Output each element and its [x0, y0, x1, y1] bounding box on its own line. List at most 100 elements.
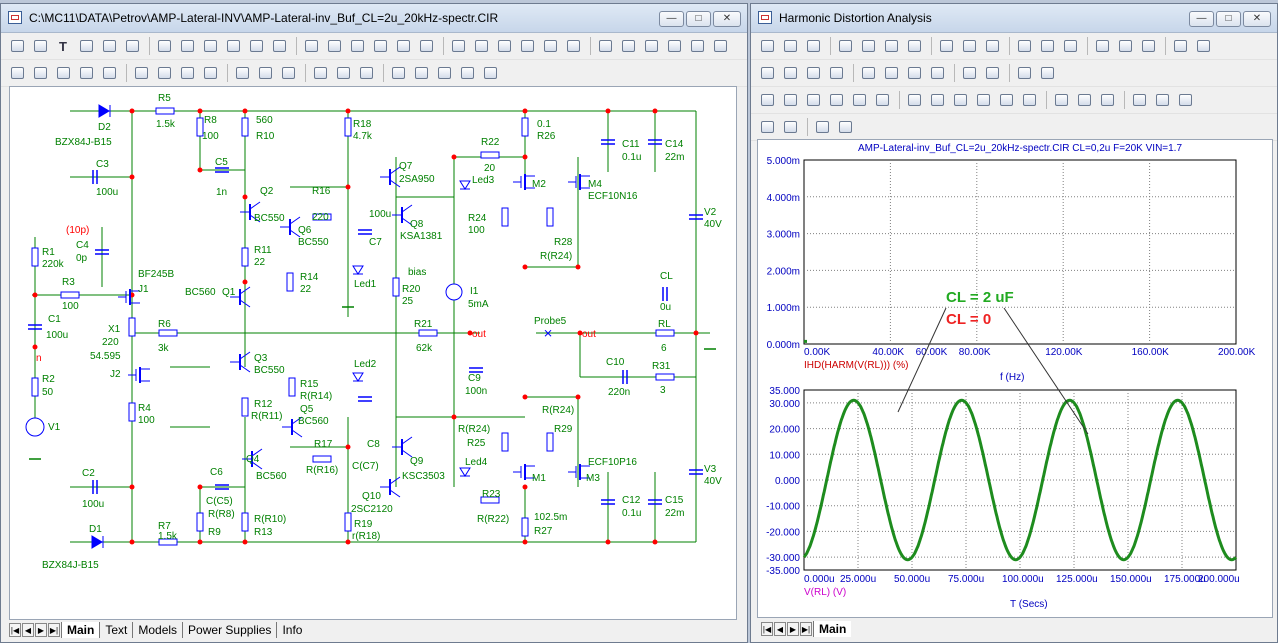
toolbar-tool-icon[interactable]	[30, 63, 50, 83]
toolbar-tool-icon[interactable]	[973, 90, 993, 110]
toolbar-tool-icon[interactable]	[904, 36, 924, 56]
toolbar-tool-icon[interactable]	[858, 63, 878, 83]
toolbar-tool-icon[interactable]	[858, 36, 878, 56]
toolbar-tool-icon[interactable]	[757, 117, 777, 137]
led1[interactable]	[352, 265, 364, 275]
resistor-r28[interactable]	[546, 207, 554, 227]
toolbar-tool-icon[interactable]	[333, 63, 353, 83]
toolbar-tool-icon[interactable]	[76, 36, 96, 56]
tab-power-supplies[interactable]: Power Supplies	[182, 622, 276, 638]
resistor-r9[interactable]	[196, 512, 204, 532]
toolbar-tool-icon[interactable]	[1193, 36, 1213, 56]
resistor-r11[interactable]	[241, 247, 249, 267]
close-button[interactable]: ✕	[1243, 11, 1271, 27]
minimize-button[interactable]: —	[659, 11, 684, 27]
capacitor-c3[interactable]	[92, 170, 98, 184]
toolbar-tool-icon[interactable]	[959, 36, 979, 56]
toolbar-tool-icon[interactable]	[687, 36, 707, 56]
toolbar-tool-icon[interactable]	[448, 36, 468, 56]
resistor-r19[interactable]	[344, 512, 352, 532]
toolbar-tool-icon[interactable]	[131, 63, 151, 83]
toolbar-tool-icon[interactable]	[356, 63, 376, 83]
toolbar-tool-icon[interactable]	[7, 63, 27, 83]
transistor-q5[interactable]	[282, 416, 303, 438]
toolbar-tool-icon[interactable]	[393, 36, 413, 56]
toolbar-tool-icon[interactable]	[154, 63, 174, 83]
jfet-j1[interactable]	[118, 289, 140, 305]
capacitor-c9[interactable]	[469, 367, 483, 373]
tab-info[interactable]: Info	[276, 622, 307, 638]
mosfet-m2[interactable]	[513, 174, 535, 190]
toolbar-tool-icon[interactable]	[53, 63, 73, 83]
transistor-q2[interactable]	[240, 201, 261, 223]
resistor-r13[interactable]	[241, 512, 249, 532]
toolbar-tool-icon[interactable]	[200, 63, 220, 83]
toolbar-tool-icon[interactable]	[950, 90, 970, 110]
toolbar-tool-icon[interactable]	[982, 36, 1002, 56]
first-page-icon[interactable]: |◀	[9, 623, 21, 637]
toolbar-tool-icon[interactable]	[255, 63, 275, 83]
toolbar-tool-icon[interactable]	[780, 36, 800, 56]
toolbar-tool-icon[interactable]	[177, 63, 197, 83]
minimize-button[interactable]: —	[1189, 11, 1214, 27]
resistor-r27[interactable]	[521, 517, 529, 537]
toolbar-tool-icon[interactable]	[835, 117, 855, 137]
toolbar-tool-icon[interactable]	[99, 36, 119, 56]
mosfet-m1[interactable]	[513, 464, 535, 480]
schematic-titlebar[interactable]: C:\MC11\DATA\Petrov\AMP-Lateral-INV\AMP-…	[1, 4, 747, 33]
prev-page-icon[interactable]: ◀	[22, 623, 34, 637]
toolbar-tool-icon[interactable]	[904, 90, 924, 110]
resistor-r23[interactable]	[480, 496, 500, 504]
capacitor-c6[interactable]	[215, 484, 229, 490]
transistor-q3[interactable]	[230, 351, 251, 373]
toolbar-tool-icon[interactable]	[154, 36, 174, 56]
toolbar-tool-icon[interactable]	[1037, 63, 1057, 83]
toolbar-tool-icon[interactable]	[872, 90, 892, 110]
resistor-r4[interactable]	[128, 402, 136, 422]
toolbar-tool-icon[interactable]	[30, 36, 50, 56]
first-page-icon[interactable]: |◀	[761, 622, 773, 636]
resistor-r31[interactable]	[655, 373, 675, 381]
toolbar-tool-icon[interactable]	[757, 63, 777, 83]
capacitor-c10[interactable]	[622, 370, 628, 384]
tab-models[interactable]: Models	[132, 622, 182, 638]
toolbar-tool-icon[interactable]	[232, 63, 252, 83]
resistor-r16[interactable]	[312, 213, 332, 221]
resistor-r25[interactable]	[501, 432, 509, 452]
current-source-i1[interactable]	[445, 283, 463, 301]
toolbar-tool-icon[interactable]	[471, 36, 491, 56]
next-page-icon[interactable]: ▶	[787, 622, 799, 636]
toolbar-tool-icon[interactable]	[1138, 36, 1158, 56]
toolbar-tool-icon[interactable]	[1074, 90, 1094, 110]
transistor-q8[interactable]	[392, 204, 413, 226]
resistor-r20[interactable]	[392, 277, 400, 297]
resistor-r3[interactable]	[60, 291, 80, 299]
toolbar-tool-icon[interactable]	[996, 90, 1016, 110]
maximize-button[interactable]: □	[686, 11, 711, 27]
toolbar-tool-icon[interactable]	[278, 63, 298, 83]
led3[interactable]	[459, 180, 471, 190]
capacitor-c12[interactable]	[601, 499, 615, 505]
toolbar-tool-icon[interactable]	[563, 36, 583, 56]
toolbar-tool-icon[interactable]	[641, 36, 661, 56]
transistor-q1[interactable]	[230, 286, 251, 308]
toolbar-tool-icon[interactable]	[835, 36, 855, 56]
toolbar-tool-icon[interactable]	[757, 90, 777, 110]
toolbar-tool-icon[interactable]	[757, 36, 777, 56]
toolbar-tool-icon[interactable]	[434, 63, 454, 83]
resistor-r24[interactable]	[501, 207, 509, 227]
toolbar-tool-icon[interactable]	[780, 117, 800, 137]
capacitor-cl[interactable]	[662, 287, 668, 301]
toolbar-tool-icon[interactable]	[881, 63, 901, 83]
potentiometer-x1[interactable]	[128, 317, 136, 337]
text-tool-icon[interactable]: T	[59, 38, 67, 54]
toolbar-tool-icon[interactable]	[480, 63, 500, 83]
toolbar-tool-icon[interactable]	[457, 63, 477, 83]
toolbar-tool-icon[interactable]	[388, 63, 408, 83]
mosfet-m3[interactable]	[568, 464, 590, 480]
toolbar-tool-icon[interactable]	[1037, 36, 1057, 56]
toolbar-tool-icon[interactable]	[936, 36, 956, 56]
last-page-icon[interactable]: ▶|	[48, 623, 60, 637]
toolbar-tool-icon[interactable]	[1175, 90, 1195, 110]
plot-canvas[interactable]: AMP-Lateral-inv_Buf_CL=2u_20kHz-spectr.C…	[757, 139, 1273, 618]
